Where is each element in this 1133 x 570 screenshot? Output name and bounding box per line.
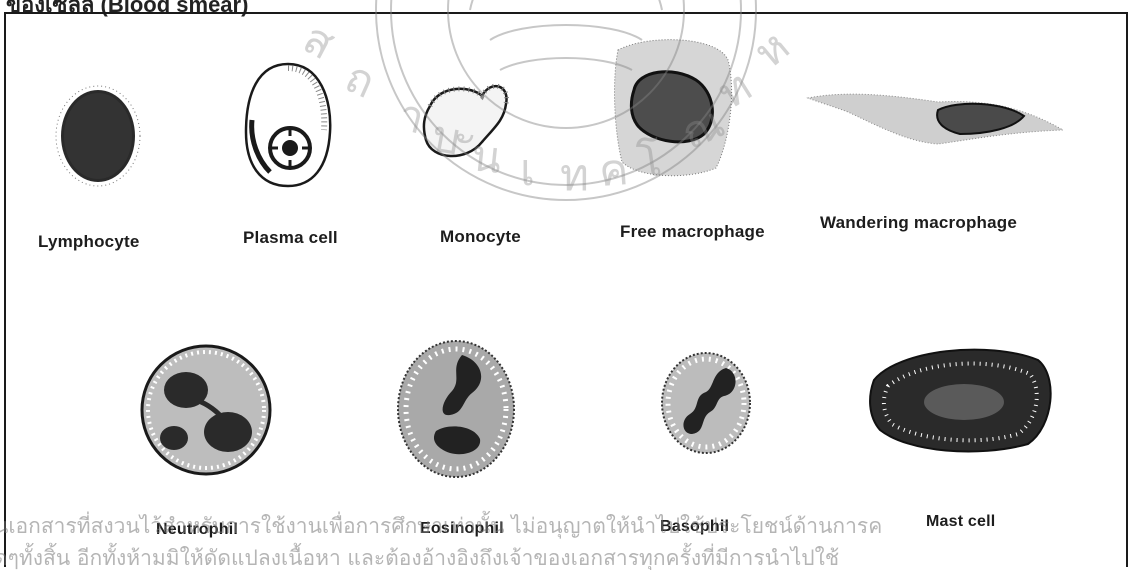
watermark-line-2: ดๆทั้งสิ้น อีกทั้งห้ามมิให้ดัดแปลงเนื้อห…: [0, 546, 839, 570]
eosinophil-drawing: [392, 335, 522, 485]
lymphocyte-drawing: [52, 82, 152, 192]
basophil-drawing: [656, 348, 756, 458]
plasma-cell-drawing: [238, 60, 338, 190]
label-wandering-macrophage: Wandering macrophage: [820, 213, 1017, 233]
label-lymphocyte: Lymphocyte: [38, 232, 140, 252]
label-monocyte: Monocyte: [440, 227, 521, 247]
neutrophil-drawing: [136, 340, 276, 480]
monocyte-drawing: [410, 76, 520, 166]
label-free-macrophage: Free macrophage: [620, 222, 765, 242]
label-plasma-cell: Plasma cell: [243, 228, 338, 248]
free-macrophage-drawing: [608, 30, 738, 180]
mast-cell-drawing: [868, 340, 1058, 460]
wandering-macrophage-drawing: [808, 82, 1068, 152]
label-mast-cell: Mast cell: [926, 512, 995, 532]
watermark-line-1: นเอกสารที่สงวนไว้สำหรับการใช้งานเพื่อการ…: [0, 514, 882, 538]
